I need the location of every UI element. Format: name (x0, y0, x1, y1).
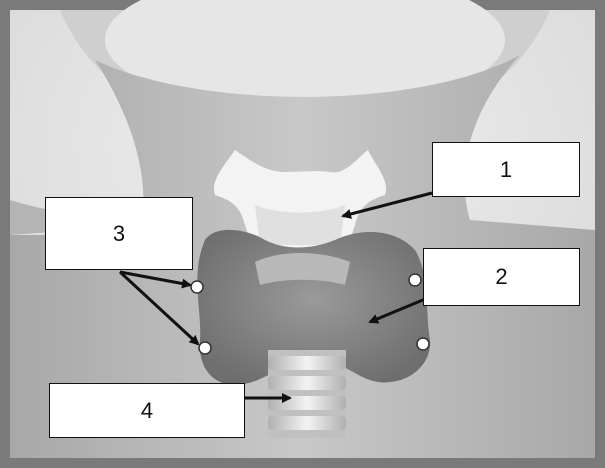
label-box-1: 1 (432, 142, 580, 197)
parathyroid-upper-right (409, 274, 421, 286)
trachea-ring-1 (268, 356, 346, 370)
parathyroid-upper-left (191, 281, 203, 293)
label-box-4: 4 (49, 383, 245, 438)
trachea-ring-2 (268, 376, 346, 390)
trachea-ring-4 (268, 416, 346, 430)
label-box-2: 2 (423, 248, 580, 306)
parathyroid-lower-right (417, 338, 429, 350)
label-box-3: 3 (45, 197, 193, 270)
parathyroid-lower-left (199, 342, 211, 354)
